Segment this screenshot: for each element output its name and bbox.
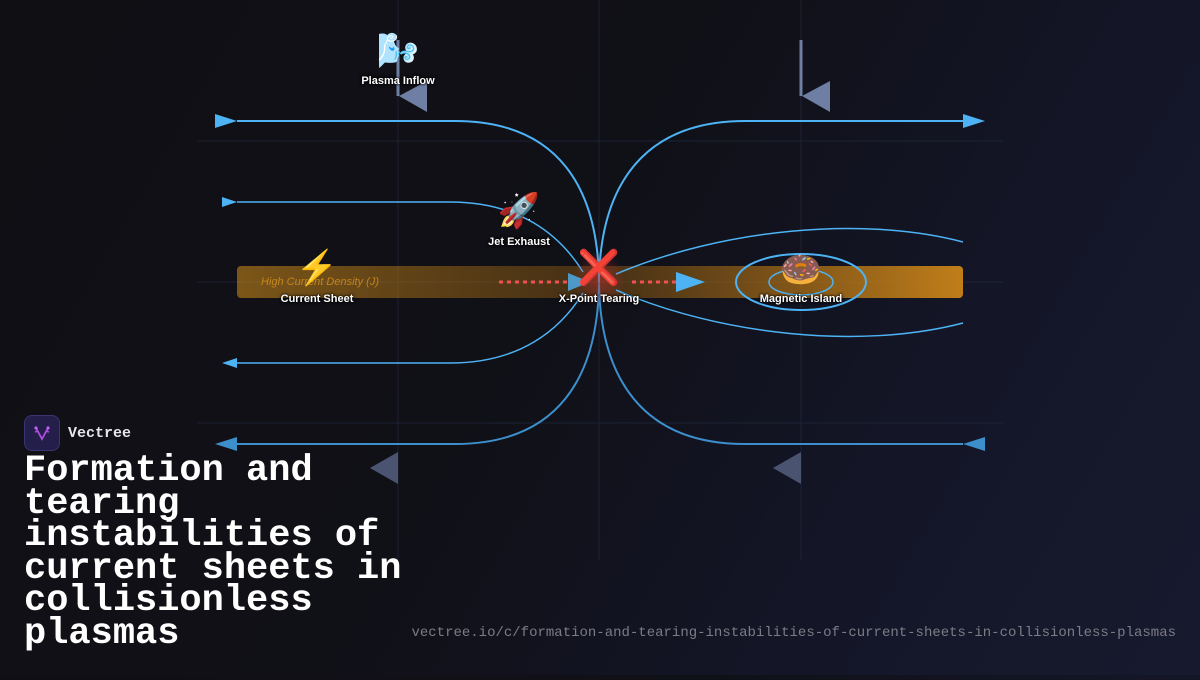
node-label-plasma-inflow: Plasma Inflow [361,75,435,87]
node-label-current-sheet: Current Sheet [280,293,354,305]
field-arrowheads [215,114,985,451]
brand: Vectree [24,415,131,451]
wind-face-icon: 🌬️ [376,32,420,70]
outflow-arrow-right [676,272,705,292]
field-lines [237,120,964,445]
node-label-jet-exhaust: Jet Exhaust [488,236,550,248]
page-title: Formation and tearing instabilities of c… [24,450,402,655]
node-label-magnetic-island: Magnetic Island [759,293,843,305]
vectree-fork-icon [24,415,60,451]
brand-name: Vectree [68,424,132,442]
inflow-arrows [370,40,830,525]
current-density-annotation: High Current Density (J) [261,276,379,288]
cross-mark-icon: ❌ [577,249,621,287]
page-url: vectree.io/c/formation-and-tearing-insta… [411,625,1176,641]
donut-icon: 🍩 [779,251,823,289]
x-point-glow [572,252,626,306]
node-label-x-point: X-Point Tearing [558,293,640,305]
rocket-icon: 🚀 [497,192,541,230]
outflow-arrow-left [568,273,590,291]
lightning-icon: ⚡ [295,249,339,287]
